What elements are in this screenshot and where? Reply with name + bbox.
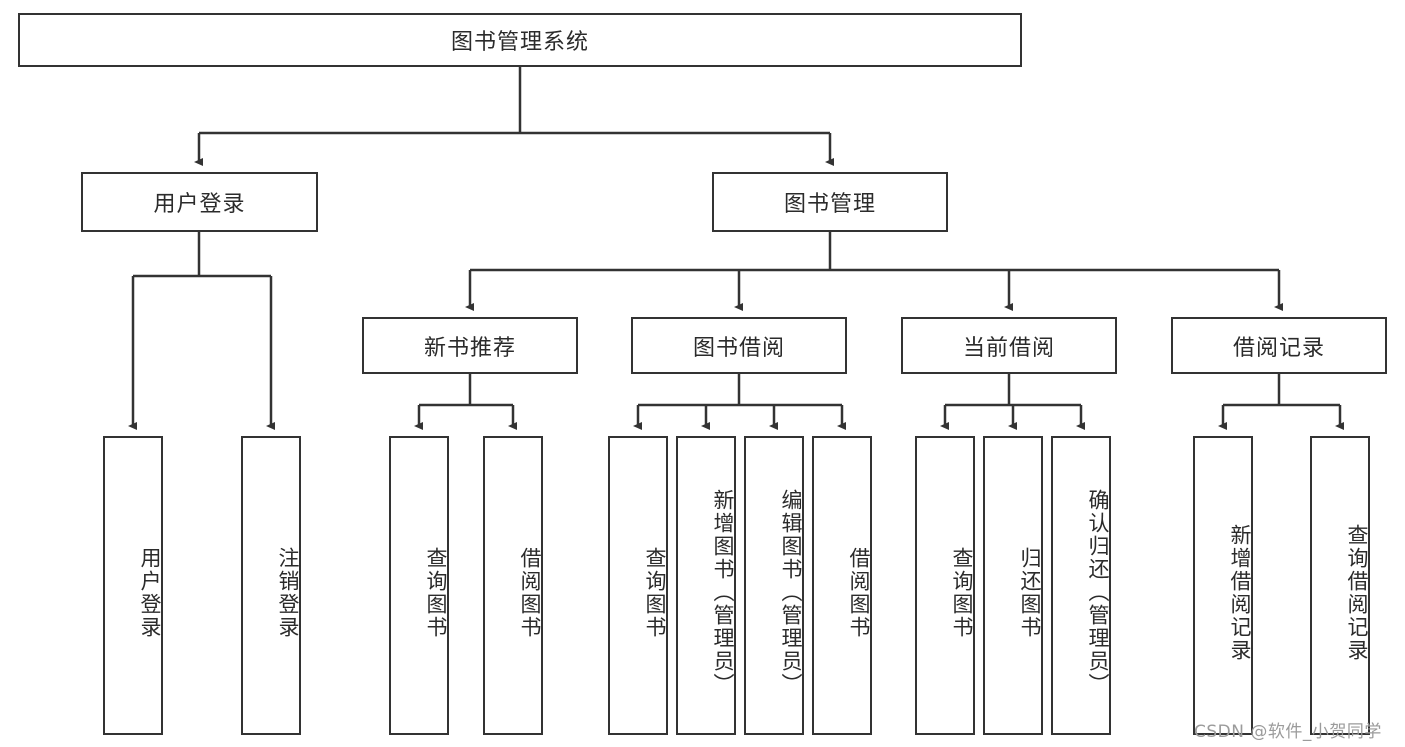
leaf-label: 查询图书: [424, 546, 448, 639]
leaf-label: 借阅图书: [847, 546, 871, 639]
node-leaf-add-book[interactable]: 新增图书（管理员）: [676, 436, 736, 735]
node-leaf-borrow-book-recommendation[interactable]: 借阅图书: [483, 436, 543, 735]
node-current-borrow[interactable]: 当前借阅: [901, 317, 1117, 374]
leaf-label: 查询图书: [643, 546, 667, 639]
leaf-label: 查询图书: [950, 546, 974, 639]
node-new-book-recommendation[interactable]: 新书推荐: [362, 317, 578, 374]
watermark-csdn: CSDN @软件_小贺同学: [1194, 722, 1382, 742]
leaf-label: 新增图书（管理员）: [711, 489, 735, 696]
node-leaf-query-book-recommendation[interactable]: 查询图书: [389, 436, 449, 735]
leaf-label: 新增借阅记录: [1228, 523, 1252, 662]
node-leaf-query-book-current[interactable]: 查询图书: [915, 436, 975, 735]
leaf-label: 确认归还（管理员）: [1086, 489, 1110, 696]
node-book-manage[interactable]: 图书管理: [712, 172, 948, 232]
node-leaf-return-book[interactable]: 归还图书: [983, 436, 1043, 735]
node-leaf-user-login[interactable]: 用户登录: [103, 436, 163, 735]
node-leaf-borrow-book[interactable]: 借阅图书: [812, 436, 872, 735]
node-book-borrow[interactable]: 图书借阅: [631, 317, 847, 374]
leaf-label: 注销登录: [276, 546, 300, 639]
node-leaf-query-book-borrow[interactable]: 查询图书: [608, 436, 668, 735]
node-leaf-confirm-return[interactable]: 确认归还（管理员）: [1051, 436, 1111, 735]
leaf-label: 用户登录: [138, 546, 162, 639]
node-leaf-edit-book[interactable]: 编辑图书（管理员）: [744, 436, 804, 735]
node-user-login[interactable]: 用户登录: [81, 172, 318, 232]
leaf-label: 编辑图书（管理员）: [779, 489, 803, 696]
node-leaf-query-borrow-record[interactable]: 查询借阅记录: [1310, 436, 1370, 735]
leaf-label: 借阅图书: [518, 546, 542, 639]
leaf-label: 查询借阅记录: [1345, 523, 1369, 662]
node-root-system[interactable]: 图书管理系统: [18, 13, 1022, 67]
node-leaf-add-borrow-record[interactable]: 新增借阅记录: [1193, 436, 1253, 735]
node-borrow-record[interactable]: 借阅记录: [1171, 317, 1387, 374]
node-leaf-logout[interactable]: 注销登录: [241, 436, 301, 735]
leaf-label: 归还图书: [1018, 546, 1042, 639]
